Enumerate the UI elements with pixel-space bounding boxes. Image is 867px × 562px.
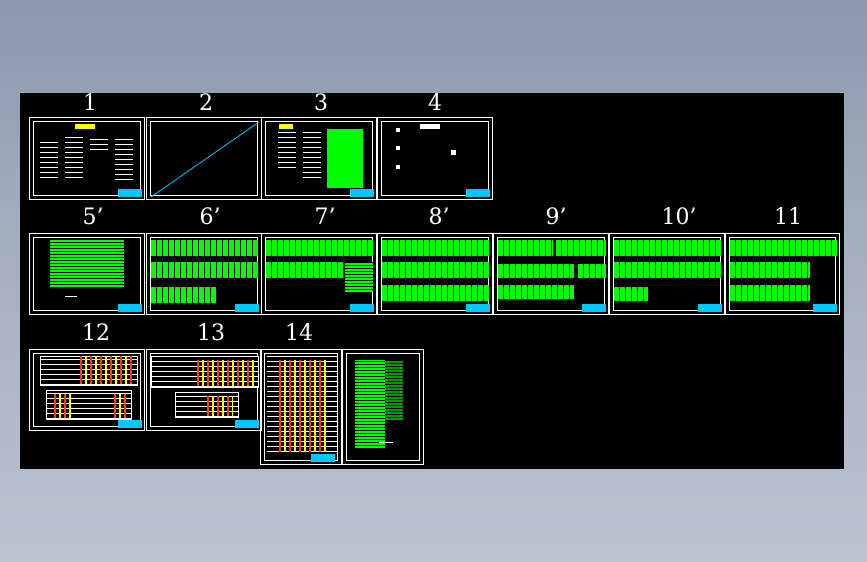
sheet-number-label: 7’ xyxy=(314,205,336,230)
green-fill-block xyxy=(327,129,363,188)
drawing-sheet-14[interactable] xyxy=(260,349,342,465)
drawing-sheet-10[interactable] xyxy=(609,233,725,315)
sheet-frame xyxy=(150,121,258,196)
drawing-sheet-13[interactable] xyxy=(146,349,262,431)
sheet-title-mark xyxy=(279,124,293,129)
sheet-frame xyxy=(33,353,141,427)
drawing-sheet-8[interactable] xyxy=(377,233,493,315)
title-block xyxy=(311,454,335,462)
table-block xyxy=(40,138,58,178)
sheet-number-label: 13 xyxy=(197,321,225,346)
title-block xyxy=(813,304,837,312)
drawing-sheet-1[interactable] xyxy=(29,117,145,200)
schematic-row xyxy=(498,285,574,299)
sheet-number-label: 9’ xyxy=(545,205,567,230)
sheet-frame xyxy=(265,121,373,196)
schematic-row xyxy=(151,287,217,303)
title-block xyxy=(235,304,259,312)
schematic-row xyxy=(730,240,837,256)
sheet-frame xyxy=(264,353,338,461)
schematic-row xyxy=(498,240,553,256)
table-block xyxy=(90,136,108,150)
drawing-sheet-3[interactable] xyxy=(261,117,377,200)
drawing-sheet-12[interactable] xyxy=(29,349,145,431)
note-line xyxy=(65,296,77,297)
sheet-number-label: 2 xyxy=(199,93,213,116)
drawing-sheet-7[interactable] xyxy=(261,233,377,315)
sheet-frame xyxy=(381,121,489,196)
schematic-row xyxy=(556,240,606,256)
green-table xyxy=(355,360,385,448)
sheet-number-label: 14 xyxy=(285,321,313,346)
title-block xyxy=(350,189,374,197)
title-block xyxy=(118,420,142,428)
table-block xyxy=(65,134,83,178)
drawing-sheet-9[interactable] xyxy=(493,233,609,315)
symbol-mark xyxy=(396,146,400,150)
drawing-sheet-5[interactable] xyxy=(29,233,145,315)
schematic-row xyxy=(151,240,259,256)
symbol-mark xyxy=(396,165,400,169)
schematic-row xyxy=(382,285,490,301)
schematic-row xyxy=(498,264,574,278)
profile-bars xyxy=(80,356,134,384)
schematic-row xyxy=(382,240,490,256)
title-block xyxy=(466,304,490,312)
schematic-row xyxy=(730,262,810,278)
sheet-number-label: 10’ xyxy=(661,205,697,230)
sheet-frame xyxy=(729,237,836,311)
sheet-frame xyxy=(150,353,258,427)
cad-drawing-canvas[interactable]: 1 2 3 4 5’ 6’ 7’ 8’ 9’ 10 xyxy=(20,93,844,469)
schematic-row xyxy=(266,240,374,256)
sheet-frame xyxy=(33,121,141,196)
title-block xyxy=(466,189,490,197)
diagonal-line xyxy=(150,121,260,198)
sheet-frame xyxy=(346,353,420,461)
title-block xyxy=(350,304,374,312)
profile-bars xyxy=(279,360,329,452)
drawing-sheet-4[interactable] xyxy=(377,117,493,200)
table-block xyxy=(278,130,296,168)
sheet-frame xyxy=(33,237,141,311)
schematic-row xyxy=(151,262,259,278)
table-block xyxy=(303,130,321,178)
schematic-row xyxy=(614,262,722,278)
sheet-number-label: 8’ xyxy=(428,205,450,230)
sheet-number-label: 12 xyxy=(82,321,110,346)
drawing-sheet-2[interactable] xyxy=(146,117,262,200)
profile-bars xyxy=(114,394,128,418)
title-block xyxy=(582,304,606,312)
profile-bars xyxy=(197,360,255,386)
drawing-sheet-15[interactable] xyxy=(342,349,424,465)
sheet-number-label: 11 xyxy=(774,205,802,230)
symbol-mark xyxy=(396,128,400,132)
sheet-number-label: 5’ xyxy=(82,205,104,230)
schematic-row xyxy=(614,287,648,301)
drawing-sheet-11[interactable] xyxy=(725,233,840,315)
schematic-row xyxy=(382,262,490,278)
title-block xyxy=(235,420,259,428)
schematic-row xyxy=(730,285,810,301)
drawing-sheet-6[interactable] xyxy=(146,233,262,315)
green-table xyxy=(345,262,373,292)
sheet-number-label: 1 xyxy=(83,93,97,116)
profile-bars xyxy=(54,394,74,418)
symbol-mark xyxy=(451,150,456,155)
title-block xyxy=(698,304,722,312)
sheet-title-mark xyxy=(420,124,440,129)
green-table xyxy=(385,360,403,420)
sheet-number-label: 4 xyxy=(428,93,442,116)
sheet-title-mark xyxy=(75,124,95,129)
sheet-number-label: 6’ xyxy=(199,205,221,230)
green-table xyxy=(50,239,124,287)
profile-bars xyxy=(207,396,233,416)
schematic-row xyxy=(266,262,344,278)
schematic-row xyxy=(614,240,722,256)
schematic-row xyxy=(578,264,606,278)
title-block xyxy=(118,304,142,312)
sheet-number-label: 3 xyxy=(314,93,328,116)
note-line xyxy=(379,442,393,443)
title-block xyxy=(118,189,142,197)
table-block xyxy=(115,136,133,180)
